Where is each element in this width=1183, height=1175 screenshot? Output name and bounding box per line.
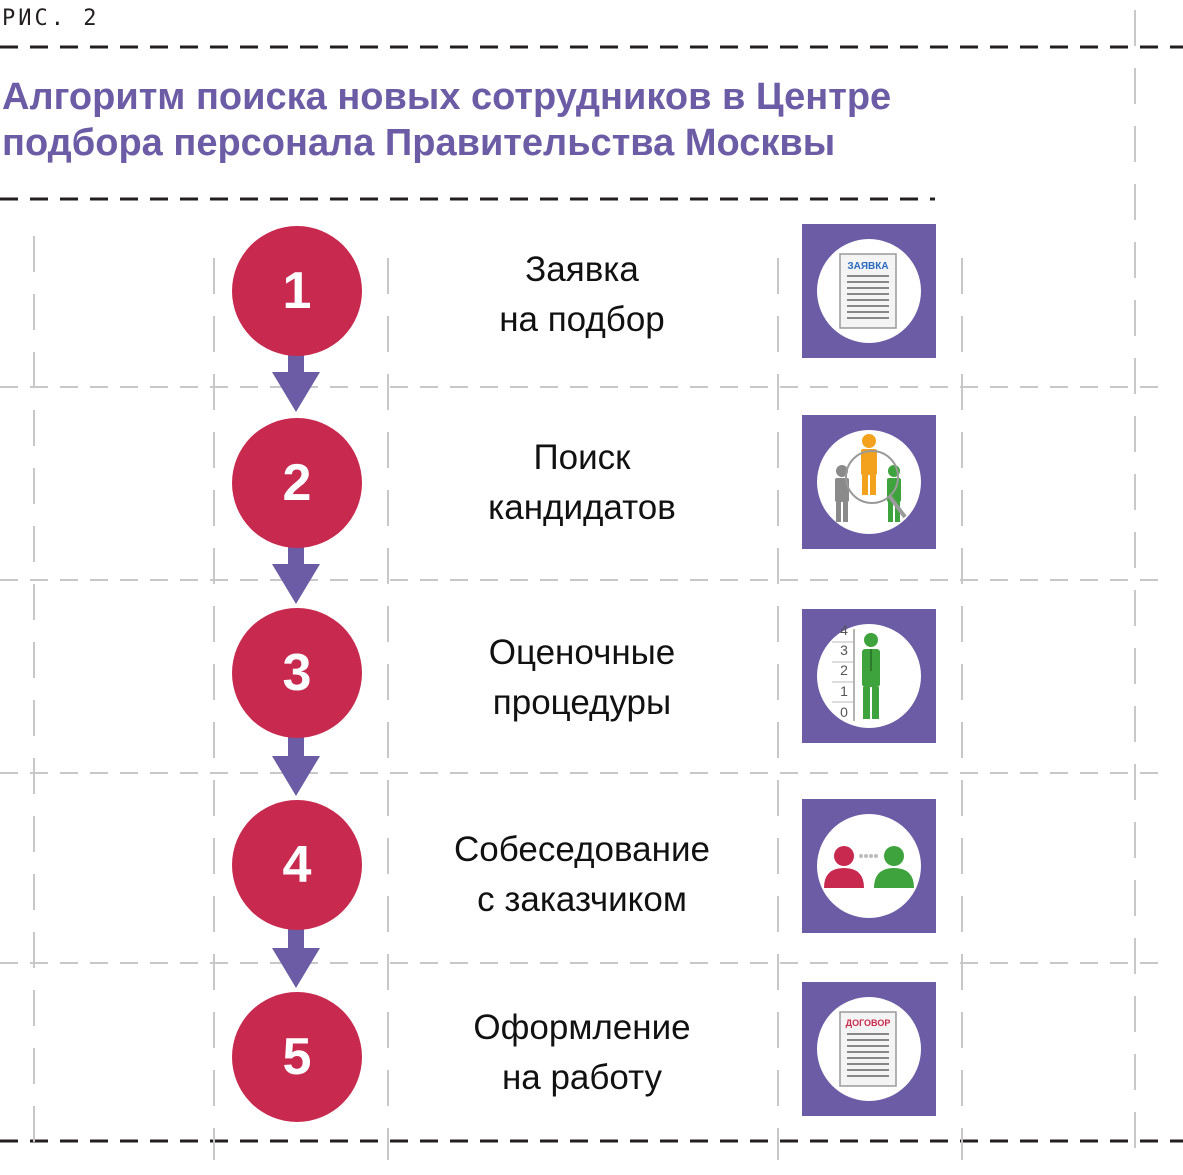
scale-value-3: 3 <box>840 642 848 658</box>
step-4-icon-box <box>802 799 936 933</box>
step-2-icon-box <box>802 415 936 549</box>
title-line-2: подбора персонала Правительства Москвы <box>2 122 836 164</box>
diagram-title: Алгоритм поиска новых сотрудников в Цент… <box>2 74 1102 166</box>
step-1-circle: 1 <box>232 226 362 356</box>
step-3-icon-box: 4 3 2 1 0 <box>802 609 936 743</box>
step-3-circle: 3 <box>232 608 362 738</box>
scale-value-2: 2 <box>840 662 848 678</box>
step-5-circle: 5 <box>232 992 362 1122</box>
scale-value-1: 1 <box>840 683 848 699</box>
step-2-label-line-2: кандидатов <box>488 488 676 527</box>
figure-label: РИС. 2 <box>2 6 100 31</box>
application-form-icon: ЗАЯВКА <box>817 239 921 343</box>
assessment-scale-icon: 4 3 2 1 0 <box>817 622 921 728</box>
step-4-label: Собеседование с заказчиком <box>402 825 762 925</box>
step-5-icon-box: ДОГОВОР <box>802 982 936 1116</box>
step-1-label: Заявка на подбор <box>402 245 762 345</box>
step-1-label-line-1: Заявка <box>525 250 639 289</box>
scale-value-0: 0 <box>840 704 848 720</box>
interview-icon <box>817 814 921 918</box>
step-1-icon-text: ЗАЯВКА <box>847 261 888 272</box>
step-5-label: Оформление на работу <box>402 1003 762 1103</box>
step-1-icon-box: ЗАЯВКА <box>802 224 936 358</box>
contract-document-icon: ДОГОВОР <box>817 997 921 1101</box>
step-2-circle: 2 <box>232 418 362 548</box>
scale-value-4: 4 <box>840 622 848 638</box>
step-1-label-line-2: на подбор <box>499 300 665 339</box>
step-5-label-line-2: на работу <box>501 1058 663 1097</box>
step-2-label-line-1: Поиск <box>533 438 631 477</box>
step-5-label-line-1: Оформление <box>473 1008 691 1047</box>
step-4-circle: 4 <box>232 800 362 930</box>
title-line-1: Алгоритм поиска новых сотрудников в Цент… <box>2 76 892 118</box>
step-4-label-line-2: с заказчиком <box>477 880 687 919</box>
step-3-label-line-2: процедуры <box>492 683 672 722</box>
step-3-label: Оценочные процедуры <box>402 628 762 728</box>
step-4-label-line-1: Собеседование <box>454 830 710 869</box>
candidate-search-icon <box>817 430 921 534</box>
step-2-label: Поиск кандидатов <box>402 433 762 533</box>
step-5-icon-text: ДОГОВОР <box>846 1018 891 1028</box>
step-3-label-line-1: Оценочные <box>488 633 676 672</box>
